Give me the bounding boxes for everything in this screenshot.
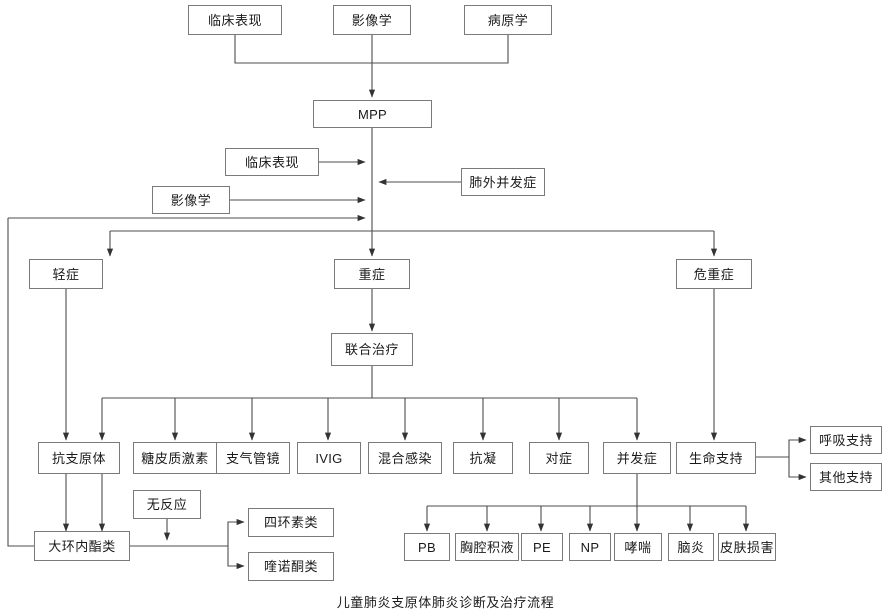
node-skin-damage[interactable]: 皮肤损害	[718, 533, 776, 561]
node-label: 皮肤损害	[719, 539, 774, 555]
node-label: 联合治疗	[344, 342, 399, 357]
node-corticosteroid[interactable]: 糖皮质激素	[133, 442, 217, 474]
node-tetracyclines[interactable]: 四环素类	[248, 508, 334, 537]
node-np[interactable]: NP	[569, 533, 611, 561]
node-label: 无反应	[146, 497, 188, 512]
node-label: 影像学	[170, 192, 212, 208]
node-label: PB	[418, 539, 436, 555]
node-label: 糖皮质激素	[141, 450, 209, 466]
node-label: 对症	[545, 450, 573, 466]
node-label: 临床表现	[207, 12, 262, 28]
node-label: 生命支持	[688, 450, 743, 466]
node-clinical-manifestation-mid[interactable]: 临床表现	[225, 148, 319, 176]
node-quinolones[interactable]: 喹诺酮类	[248, 552, 334, 581]
node-pb[interactable]: PB	[404, 533, 450, 561]
node-pe[interactable]: PE	[521, 533, 563, 561]
node-asthma[interactable]: 哮喘	[614, 533, 662, 561]
node-mild[interactable]: 轻症	[29, 259, 103, 289]
figure-caption: 儿童肺炎支原体肺炎诊断及治疗流程	[336, 595, 555, 610]
node-label: 抗凝	[469, 450, 497, 466]
node-etiology-top[interactable]: 病原学	[464, 5, 552, 35]
node-label: 胸腔积液	[459, 539, 514, 555]
node-no-response[interactable]: 无反应	[133, 490, 201, 519]
node-label: 其他支持	[818, 469, 873, 485]
node-clinical-manifestation-top[interactable]: 临床表现	[188, 5, 282, 35]
node-other-support[interactable]: 其他支持	[810, 463, 882, 491]
node-extrapulmonary-complication[interactable]: 肺外并发症	[461, 168, 545, 196]
node-label: PE	[533, 539, 551, 555]
node-imaging-mid[interactable]: 影像学	[152, 186, 230, 214]
node-label: 并发症	[616, 450, 658, 466]
node-label: 抗支原体	[51, 450, 106, 466]
node-label: 哮喘	[624, 539, 652, 555]
node-pleural-effusion[interactable]: 胸腔积液	[455, 533, 519, 561]
node-label: 支气管镜	[225, 450, 280, 466]
node-anti-mycoplasma[interactable]: 抗支原体	[38, 442, 120, 474]
node-life-support[interactable]: 生命支持	[676, 442, 756, 474]
node-bronchoscopy[interactable]: 支气管镜	[216, 442, 290, 474]
node-ivig[interactable]: IVIG	[297, 442, 361, 474]
node-combined-therapy[interactable]: 联合治疗	[331, 333, 413, 366]
node-coinfection[interactable]: 混合感染	[368, 442, 442, 474]
node-mpp[interactable]: MPP	[313, 100, 432, 128]
node-encephalitis[interactable]: 脑炎	[668, 533, 714, 561]
node-label: 混合感染	[377, 450, 432, 466]
node-label: 四环素类	[263, 515, 318, 530]
node-imaging-top[interactable]: 影像学	[333, 5, 411, 35]
node-complications[interactable]: 并发症	[603, 442, 671, 474]
node-label: 肺外并发症	[469, 174, 537, 190]
node-symptomatic[interactable]: 对症	[529, 442, 589, 474]
node-label: 脑炎	[677, 539, 705, 555]
node-label: 危重症	[693, 266, 735, 282]
node-anticoagulation[interactable]: 抗凝	[453, 442, 513, 474]
node-label: NP	[580, 539, 600, 555]
node-label: 大环内酯类	[48, 538, 116, 554]
node-label: 重症	[358, 266, 386, 282]
node-macrolides[interactable]: 大环内酯类	[34, 531, 130, 561]
node-label: IVIG	[315, 450, 343, 466]
node-label: MPP	[357, 106, 388, 122]
node-label: 轻症	[52, 266, 80, 282]
node-label: 呼吸支持	[818, 432, 873, 448]
node-critical[interactable]: 危重症	[676, 259, 752, 289]
node-respiratory-support[interactable]: 呼吸支持	[810, 426, 882, 454]
node-label: 病原学	[487, 12, 529, 28]
node-severe[interactable]: 重症	[334, 259, 410, 289]
node-label: 喹诺酮类	[263, 559, 318, 574]
node-label: 影像学	[351, 12, 393, 28]
node-label: 临床表现	[244, 154, 299, 170]
